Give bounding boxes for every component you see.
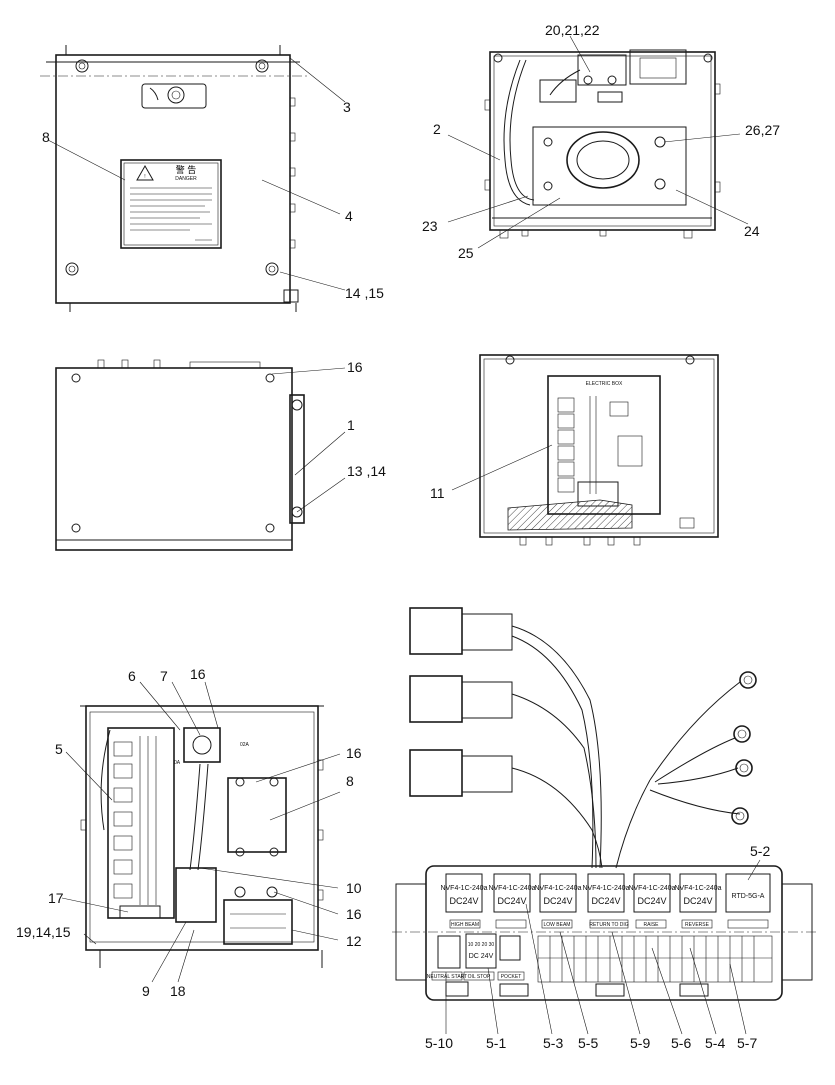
callout-5-5: 5-5: [578, 1035, 598, 1051]
callout-8-bot: 8: [346, 773, 354, 789]
relay-spec-6: NVF4-1C-240a: [674, 885, 721, 892]
relay-spec-3: NVF4-1C-240a: [534, 885, 581, 892]
relay-voltage-5: DC24V: [637, 896, 666, 906]
callout-5-9: 5-9: [630, 1035, 650, 1051]
callout-5-7: 5-7: [737, 1035, 757, 1051]
callout-5: 5: [55, 741, 63, 757]
callout-4: 4: [345, 208, 353, 224]
callout-17: 17: [48, 890, 64, 906]
interior-view: [447, 35, 749, 249]
callout-10: 10: [346, 880, 362, 896]
callout-24: 24: [744, 223, 760, 239]
tag-raise: RAISE: [643, 922, 659, 928]
tag-pocket: POCKET: [501, 974, 522, 980]
callout-12: 12: [346, 933, 362, 949]
relay-voltage-3: DC24V: [543, 896, 572, 906]
warning-label: [120, 159, 222, 249]
tag-high-beam: HIGH BEAM: [451, 922, 479, 928]
callout-7: 7: [160, 668, 168, 684]
relay-spec-5: NVF4-1C-240a: [628, 885, 675, 892]
electric-box-label: ELECTRIC BOX: [586, 381, 623, 387]
svg-text:!: !: [144, 174, 145, 180]
front-cover-view: ! 警 告 DANGER: [40, 45, 346, 312]
callout-16-b: 16: [346, 745, 362, 761]
warning-subtitle: DANGER: [175, 176, 197, 182]
callout-1: 1: [347, 417, 355, 433]
callout-14-15: 14 ,15: [345, 285, 384, 301]
callout-16-a: 16: [190, 666, 206, 682]
fuse-dc24v: DC 24V: [469, 953, 494, 960]
tag-return-to-dig: RETURN TO DIG: [589, 922, 628, 928]
callout-16-side: 16: [347, 359, 363, 375]
callout-16-c: 16: [346, 906, 362, 922]
relay-voltage-6: DC24V: [683, 896, 712, 906]
callout-5-1: 5-1: [486, 1035, 506, 1051]
relay-voltage-2: DC24V: [497, 896, 526, 906]
warning-triangle-icon: [136, 164, 154, 181]
callout-5-6: 5-6: [671, 1035, 691, 1051]
rtd-label: RTD-5G-A: [732, 893, 765, 900]
callout-11: 11: [430, 485, 445, 501]
relay-voltage-4: DC24V: [591, 896, 620, 906]
callout-5-3: 5-3: [543, 1035, 563, 1051]
callout-23: 23: [422, 218, 438, 234]
electric-box-view: ELECTRIC BOX: [451, 354, 719, 546]
callout-5-10: 5-10: [425, 1035, 453, 1051]
callout-18: 18: [170, 983, 186, 999]
tag-neutral-start: NEUTRAL START: [427, 974, 467, 980]
relay-voltage-1: DC24V: [449, 896, 478, 906]
relay-spec-2: NVF4-1C-240a: [488, 885, 535, 892]
tag-oil-stop: OIL STOP: [468, 974, 491, 980]
callout-5-4: 5-4: [705, 1035, 725, 1051]
callout-26-27: 26,27: [745, 122, 780, 138]
callout-8-top: 8: [42, 129, 50, 145]
side-view: [55, 359, 346, 551]
callout-6: 6: [128, 668, 136, 684]
callout-numbers: 20,21,22 2 26,27 23 25 24 3 8 4 14 ,15 1…: [16, 22, 780, 1051]
callout-3: 3: [343, 99, 351, 115]
callout-19-14-15: 19,14,15: [16, 924, 71, 940]
tag-low-beam: LOW BEAM: [544, 922, 571, 928]
label-0a: 0A: [174, 760, 181, 766]
relay-spec-4: NVF4-1C-240a: [582, 885, 629, 892]
warning-title: 警 告: [176, 164, 197, 175]
callout-5-2: 5-2: [750, 843, 770, 859]
open-panel-view: 02A 0A: [61, 681, 341, 983]
tag-reverse: REVERSE: [685, 922, 710, 928]
relay-harness-view: NVF4-1C-240a DC24V NVF4-1C-240a DC24V NV…: [392, 607, 816, 1035]
callout-2: 2: [433, 121, 441, 137]
relay-spec-1: NVF4-1C-240a: [440, 885, 487, 892]
callout-13-14: 13 ,14: [347, 463, 386, 479]
callout-9: 9: [142, 983, 150, 999]
callout-25: 25: [458, 245, 474, 261]
fuse-numbers: 10 20 20 30: [468, 942, 495, 948]
label-02a: 02A: [240, 742, 250, 748]
callout-20-21-22: 20,21,22: [545, 22, 600, 38]
